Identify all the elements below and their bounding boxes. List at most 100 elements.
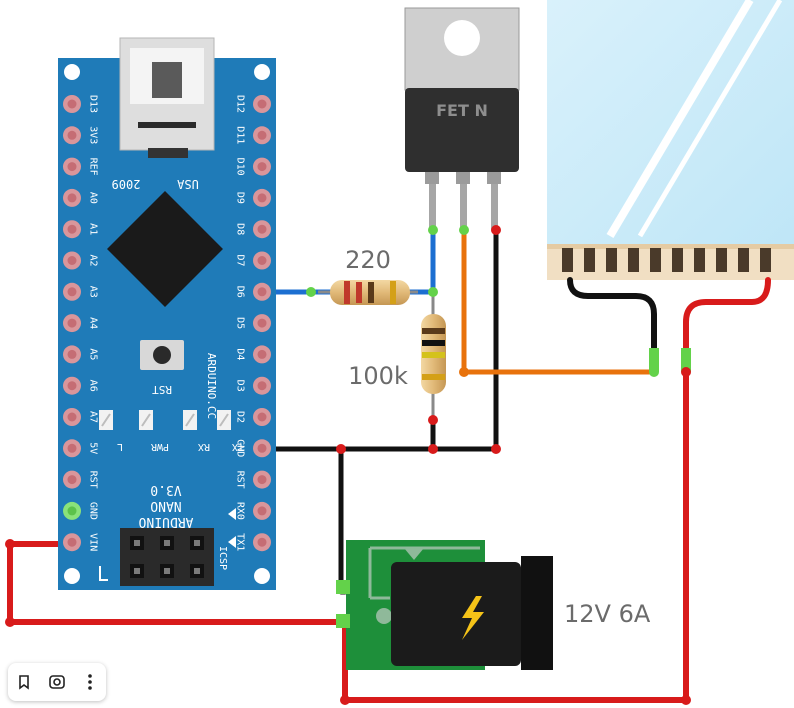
- board-name-line1: ARDUINO: [138, 514, 193, 529]
- reset-button-cap: [153, 346, 171, 364]
- mosfet-leg-base: [456, 172, 470, 184]
- pin-hole: [67, 256, 77, 265]
- pin-label: A1: [88, 223, 99, 235]
- pin-hole: [67, 193, 77, 203]
- pin-hole: [257, 99, 267, 109]
- strip-pin: [628, 248, 639, 272]
- pin-label: D12: [235, 95, 246, 113]
- pin-hole: [257, 443, 267, 453]
- pin-label: GND: [88, 502, 99, 520]
- pin-hole: [257, 193, 267, 203]
- mosfet-body: [405, 88, 519, 172]
- strip-pin: [694, 248, 705, 272]
- pin-label: TX1: [235, 533, 246, 551]
- power-jack: 12V 6A: [336, 540, 651, 670]
- band: [422, 374, 445, 380]
- pin-label: A4: [88, 317, 99, 329]
- pin-label: D6: [235, 286, 246, 298]
- icsp-label: ICSP: [217, 546, 228, 570]
- pin-hole: [67, 318, 77, 328]
- pin-hole: [257, 318, 267, 328]
- wire-bend: [459, 367, 469, 377]
- wire-gate-blue: [407, 227, 436, 295]
- icsp-pin-tip: [194, 568, 200, 574]
- mosfet-leg-base: [425, 172, 439, 184]
- led-mark: [219, 413, 229, 427]
- junction-dot: [491, 444, 501, 454]
- leg-end: [491, 225, 501, 235]
- bookmark-icon: [19, 675, 30, 690]
- wire-strip-black: [567, 277, 657, 373]
- junction-dot: [336, 444, 346, 454]
- wire-end: [649, 348, 659, 372]
- bookmark-button[interactable]: [11, 669, 37, 695]
- pin-label: GND: [235, 439, 246, 457]
- pin-hole: [257, 412, 267, 422]
- mosfet-source-leg: [491, 184, 498, 230]
- pin-hole: [67, 381, 77, 391]
- icsp-pins: [130, 536, 204, 578]
- pin-label: VIN: [88, 533, 99, 551]
- mosfet-leg-base: [487, 172, 501, 184]
- wire-strip-red: [342, 277, 771, 703]
- pin-label: A2: [88, 254, 99, 266]
- wire-gnd-supply: [338, 446, 348, 595]
- junction-dot: [428, 444, 438, 454]
- pin-label: A6: [88, 380, 99, 392]
- reset-label: RST: [152, 383, 172, 396]
- pin-hole: [257, 224, 267, 234]
- more-options-button[interactable]: [77, 669, 103, 695]
- pin-label: 5V: [88, 442, 99, 454]
- mosfet-label: FET N: [436, 101, 488, 120]
- lens-button[interactable]: [44, 669, 70, 695]
- band: [344, 281, 350, 304]
- pin-label: A3: [88, 286, 99, 298]
- pin-hole: [67, 443, 77, 453]
- leg-end: [459, 225, 469, 235]
- pin-label: D9: [235, 192, 246, 204]
- wire-bend: [340, 695, 350, 705]
- mosfet-gate-leg: [429, 184, 436, 230]
- site-label: ARDUINO.CC: [205, 353, 218, 419]
- icsp-pin-tip: [134, 540, 140, 546]
- pin-label: D13: [88, 95, 99, 113]
- band: [356, 282, 362, 303]
- pin-marker: [228, 508, 236, 520]
- board-name-line3: V3.0: [150, 482, 181, 497]
- pin-label: D10: [235, 158, 246, 176]
- led-mark: [141, 413, 151, 427]
- pin-hole: [257, 162, 267, 172]
- mosfet-drain-leg: [460, 184, 467, 230]
- strip-pin: [606, 248, 617, 272]
- resistor-220: 220: [306, 246, 418, 305]
- band: [390, 281, 396, 304]
- strip-pin: [760, 248, 771, 272]
- pin-label: RST: [235, 471, 246, 489]
- led-label: L: [117, 441, 123, 452]
- resistor-100k-label: 100k: [348, 362, 408, 390]
- mount-hole: [254, 568, 270, 584]
- wire-bend: [681, 695, 691, 705]
- pin-hole: [67, 506, 77, 516]
- jack-front: [521, 556, 553, 670]
- icsp-pin-tip: [164, 568, 170, 574]
- band: [422, 328, 445, 334]
- led-strip: [547, 0, 794, 280]
- usb-label: USA: [176, 177, 198, 191]
- pin-hole: [257, 287, 267, 297]
- pin-hole: [67, 287, 77, 297]
- camera-icon: [49, 675, 65, 689]
- strip-pins: [562, 248, 771, 272]
- pin-hole: [257, 256, 267, 265]
- glass-highlight: [606, 0, 754, 239]
- year-label: 2009: [112, 177, 141, 191]
- pin-label: D11: [235, 126, 246, 144]
- strip-pin: [650, 248, 661, 272]
- resistor-end: [428, 415, 438, 425]
- pin-label: A0: [88, 192, 99, 204]
- wire-bend: [5, 539, 15, 549]
- pin-hole: [257, 130, 267, 140]
